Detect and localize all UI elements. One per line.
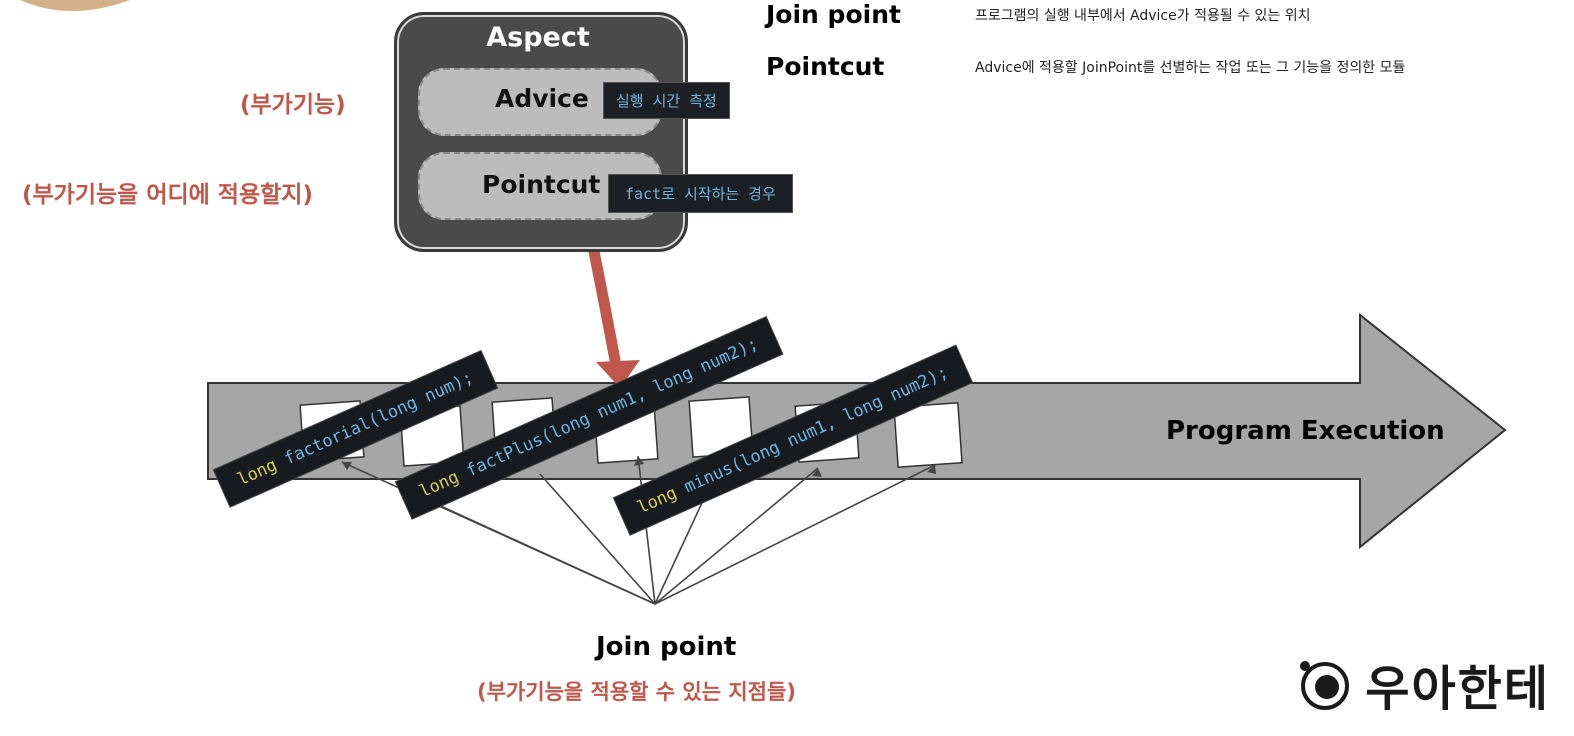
pointcut-tag: fact로 시작하는 경우 xyxy=(608,174,793,213)
pointcut-definition: Advice에 적용할 JoinPoint를 선별하는 작업 또는 그 기능을 … xyxy=(975,60,1406,76)
join-point-square xyxy=(893,402,963,468)
bottom-joinpoint-label: Join point xyxy=(596,632,737,662)
joinpoint-term: Join point xyxy=(766,0,901,29)
joinpoint-definition: 프로그램의 실행 내부에서 Advice가 적용될 수 있는 위치 xyxy=(975,8,1311,24)
advice-tag: 실행 시간 측정 xyxy=(603,82,730,119)
pointcut-red-arrowhead xyxy=(596,360,640,388)
advice-note: (부가기능) xyxy=(240,92,346,118)
method-return-type: long xyxy=(634,483,681,519)
join-point-lines xyxy=(341,455,936,605)
method-return-type: long xyxy=(416,467,463,503)
bottom-joinpoint-note: (부가기능을 적용할 수 있는 지점들) xyxy=(477,680,796,704)
logo-text: 우아한테 xyxy=(1365,661,1550,717)
advice-label: Advice xyxy=(495,84,589,113)
aspect-title: Aspect xyxy=(486,22,590,53)
woowa-logo: 우아한테 xyxy=(1295,654,1550,717)
pointcut-term: Pointcut xyxy=(766,52,885,81)
pointcut-label: Pointcut xyxy=(482,170,601,199)
avatar-fragment xyxy=(20,0,130,11)
logo-icon xyxy=(1300,661,1350,710)
method-return-type: long xyxy=(234,455,281,491)
program-execution-label: Program Execution xyxy=(1166,416,1445,446)
pointcut-note: (부가기능을 어디에 적용할지) xyxy=(22,182,313,208)
